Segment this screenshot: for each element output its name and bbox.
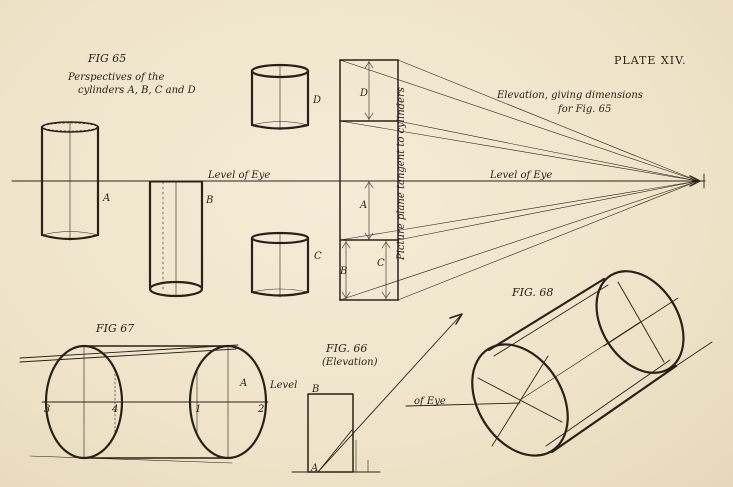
cylinder-b [148, 180, 204, 298]
fig65-level-of-eye: Level of Eye [207, 170, 270, 181]
fig67: FIG 67 A 3 4 1 2 Level [19, 322, 297, 464]
fig66: FIG. 66 (Elevation) B A [291, 313, 463, 474]
fig67-level: Level [269, 380, 297, 391]
elevation: Elevation, giving dimensions for Fig. 65… [339, 59, 705, 301]
elevation-label-d: D [359, 88, 368, 99]
fig67-n4: 4 [111, 404, 118, 415]
elevation-caption-line1: Elevation, giving dimensions [496, 90, 643, 101]
cylinder-a-label: A [102, 193, 110, 204]
fig67-n2: 2 [257, 404, 264, 415]
fig66-label-a: A [310, 463, 318, 474]
cylinder-a [40, 121, 100, 241]
elevation-label-a: A [359, 200, 367, 211]
visual-rays [339, 59, 699, 301]
fig65: FIG 65 Perspectives of the cylinders A, … [11, 52, 706, 298]
cylinder-c-label: C [314, 251, 322, 262]
fig66-subtitle: (Elevation) [322, 357, 378, 368]
fig67-n1: 1 [195, 404, 201, 415]
fig66-label-b: B [311, 384, 319, 395]
fig66-title: FIG. 66 [325, 342, 367, 355]
picture-plane-label: Picture plane tangent to cylinders [396, 87, 407, 261]
elevation-caption-line2: for Fig. 65 [557, 104, 611, 115]
elevation-label-c: C [377, 258, 385, 269]
cylinder-d [250, 63, 310, 131]
fig67-label-a: A [239, 378, 247, 389]
fig67-title: FIG 67 [95, 322, 134, 335]
fig65-caption-line2: cylinders A, B, C and D [78, 85, 196, 96]
fig65-caption-line1: Perspectives of the [67, 72, 164, 83]
elevation-level-of-eye: Level of Eye [489, 170, 552, 181]
fig66-arrow [449, 313, 463, 325]
cylinder-c [250, 231, 310, 298]
station-point-mark [689, 175, 701, 187]
cylinder-d-label: D [312, 95, 321, 106]
fig68-title: FIG. 68 [511, 286, 553, 299]
fig67-n3: 3 [44, 404, 50, 415]
plate-title: PLATE XIV. [614, 54, 687, 67]
fig68: FIG. 68 of Eye [405, 270, 713, 457]
cylinder-b-label: B [205, 195, 213, 206]
fig68-of-eye: of Eye [414, 396, 446, 407]
elevation-label-b: B [339, 266, 347, 277]
fig65-title: FIG 65 [87, 52, 126, 65]
